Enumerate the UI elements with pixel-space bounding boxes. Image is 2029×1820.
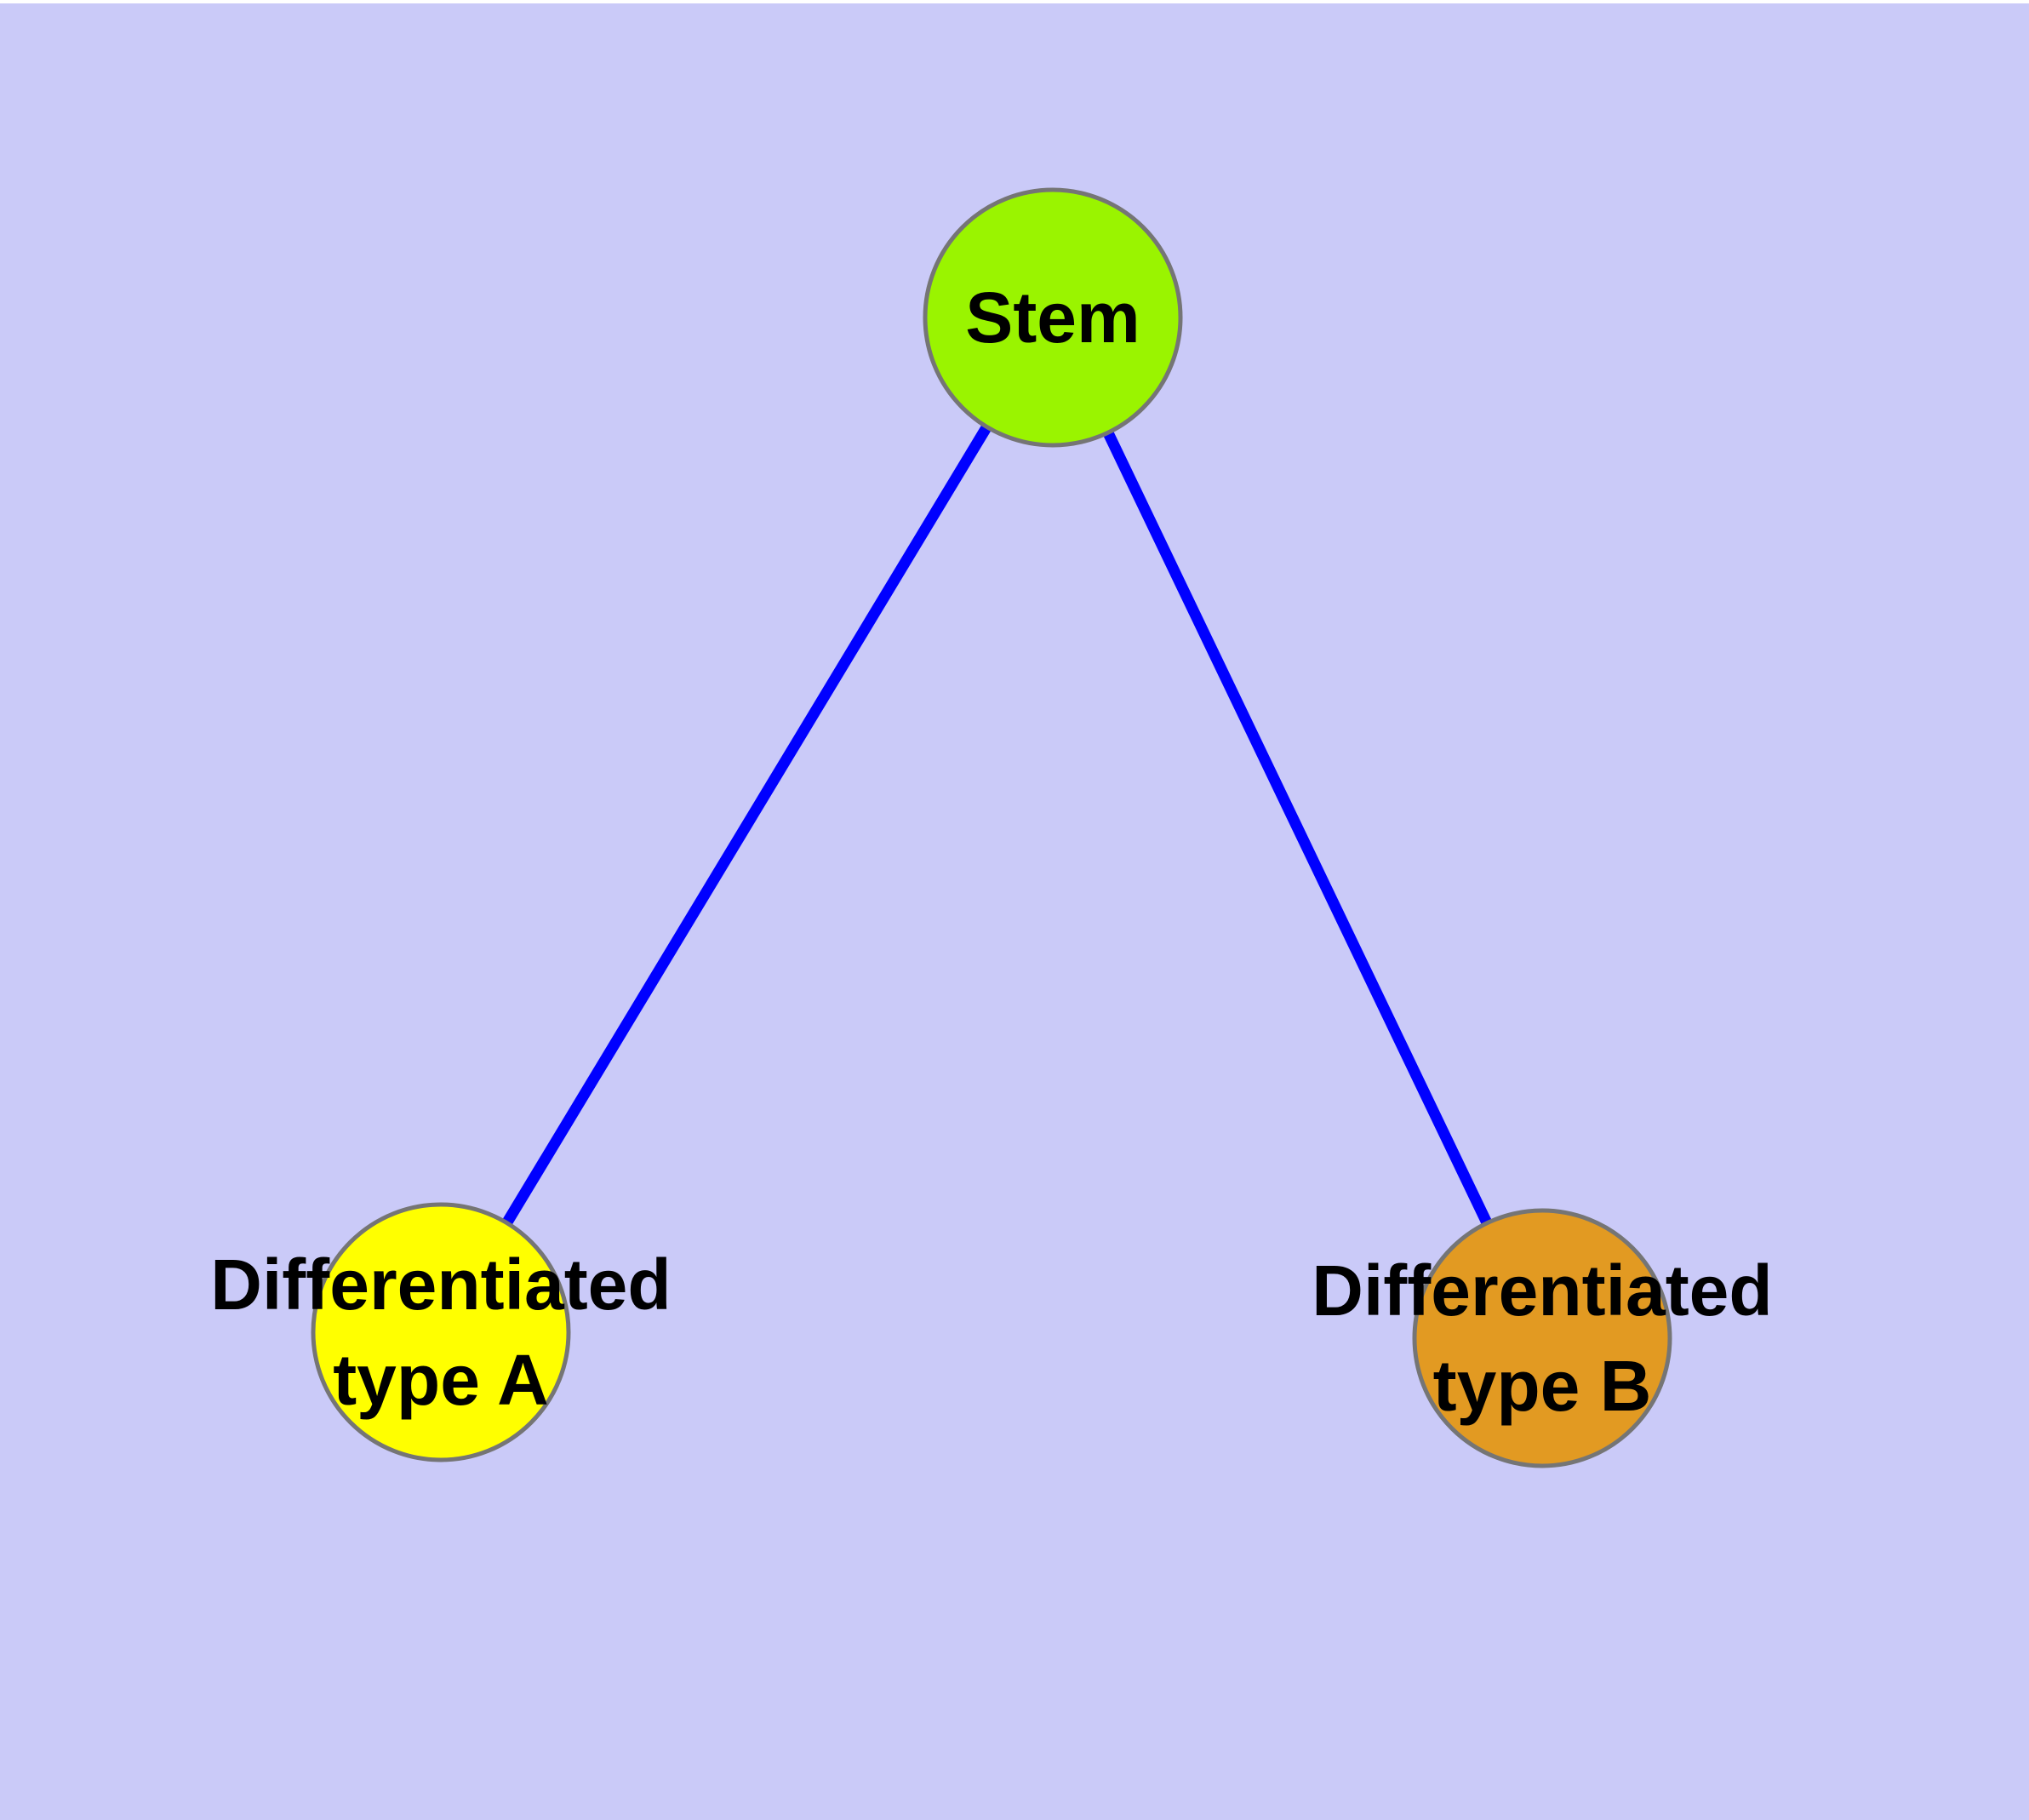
node-type-a bbox=[311, 1202, 571, 1462]
edges-layer bbox=[436, 314, 1547, 1341]
node-label-line: Stem bbox=[965, 278, 1140, 358]
node-label-type-b: Differentiated type B bbox=[1312, 1251, 1772, 1426]
nodes-layer bbox=[311, 187, 1672, 1468]
node-label-line: type A bbox=[333, 1340, 549, 1420]
top-margin-strip bbox=[0, 0, 2029, 3]
node-stem bbox=[923, 187, 1183, 448]
node-type-b bbox=[1412, 1208, 1672, 1468]
edge-stem-type-a bbox=[436, 314, 1058, 1336]
node-label-line: Differentiated bbox=[1312, 1251, 1772, 1331]
node-label-stem: Stem bbox=[965, 278, 1140, 358]
node-label-type-a: Differentiated type A bbox=[210, 1245, 671, 1420]
node-label-line: type B bbox=[1433, 1346, 1652, 1426]
node-label-line: Differentiated bbox=[210, 1245, 671, 1325]
edge-stem-type-b bbox=[1048, 315, 1547, 1341]
